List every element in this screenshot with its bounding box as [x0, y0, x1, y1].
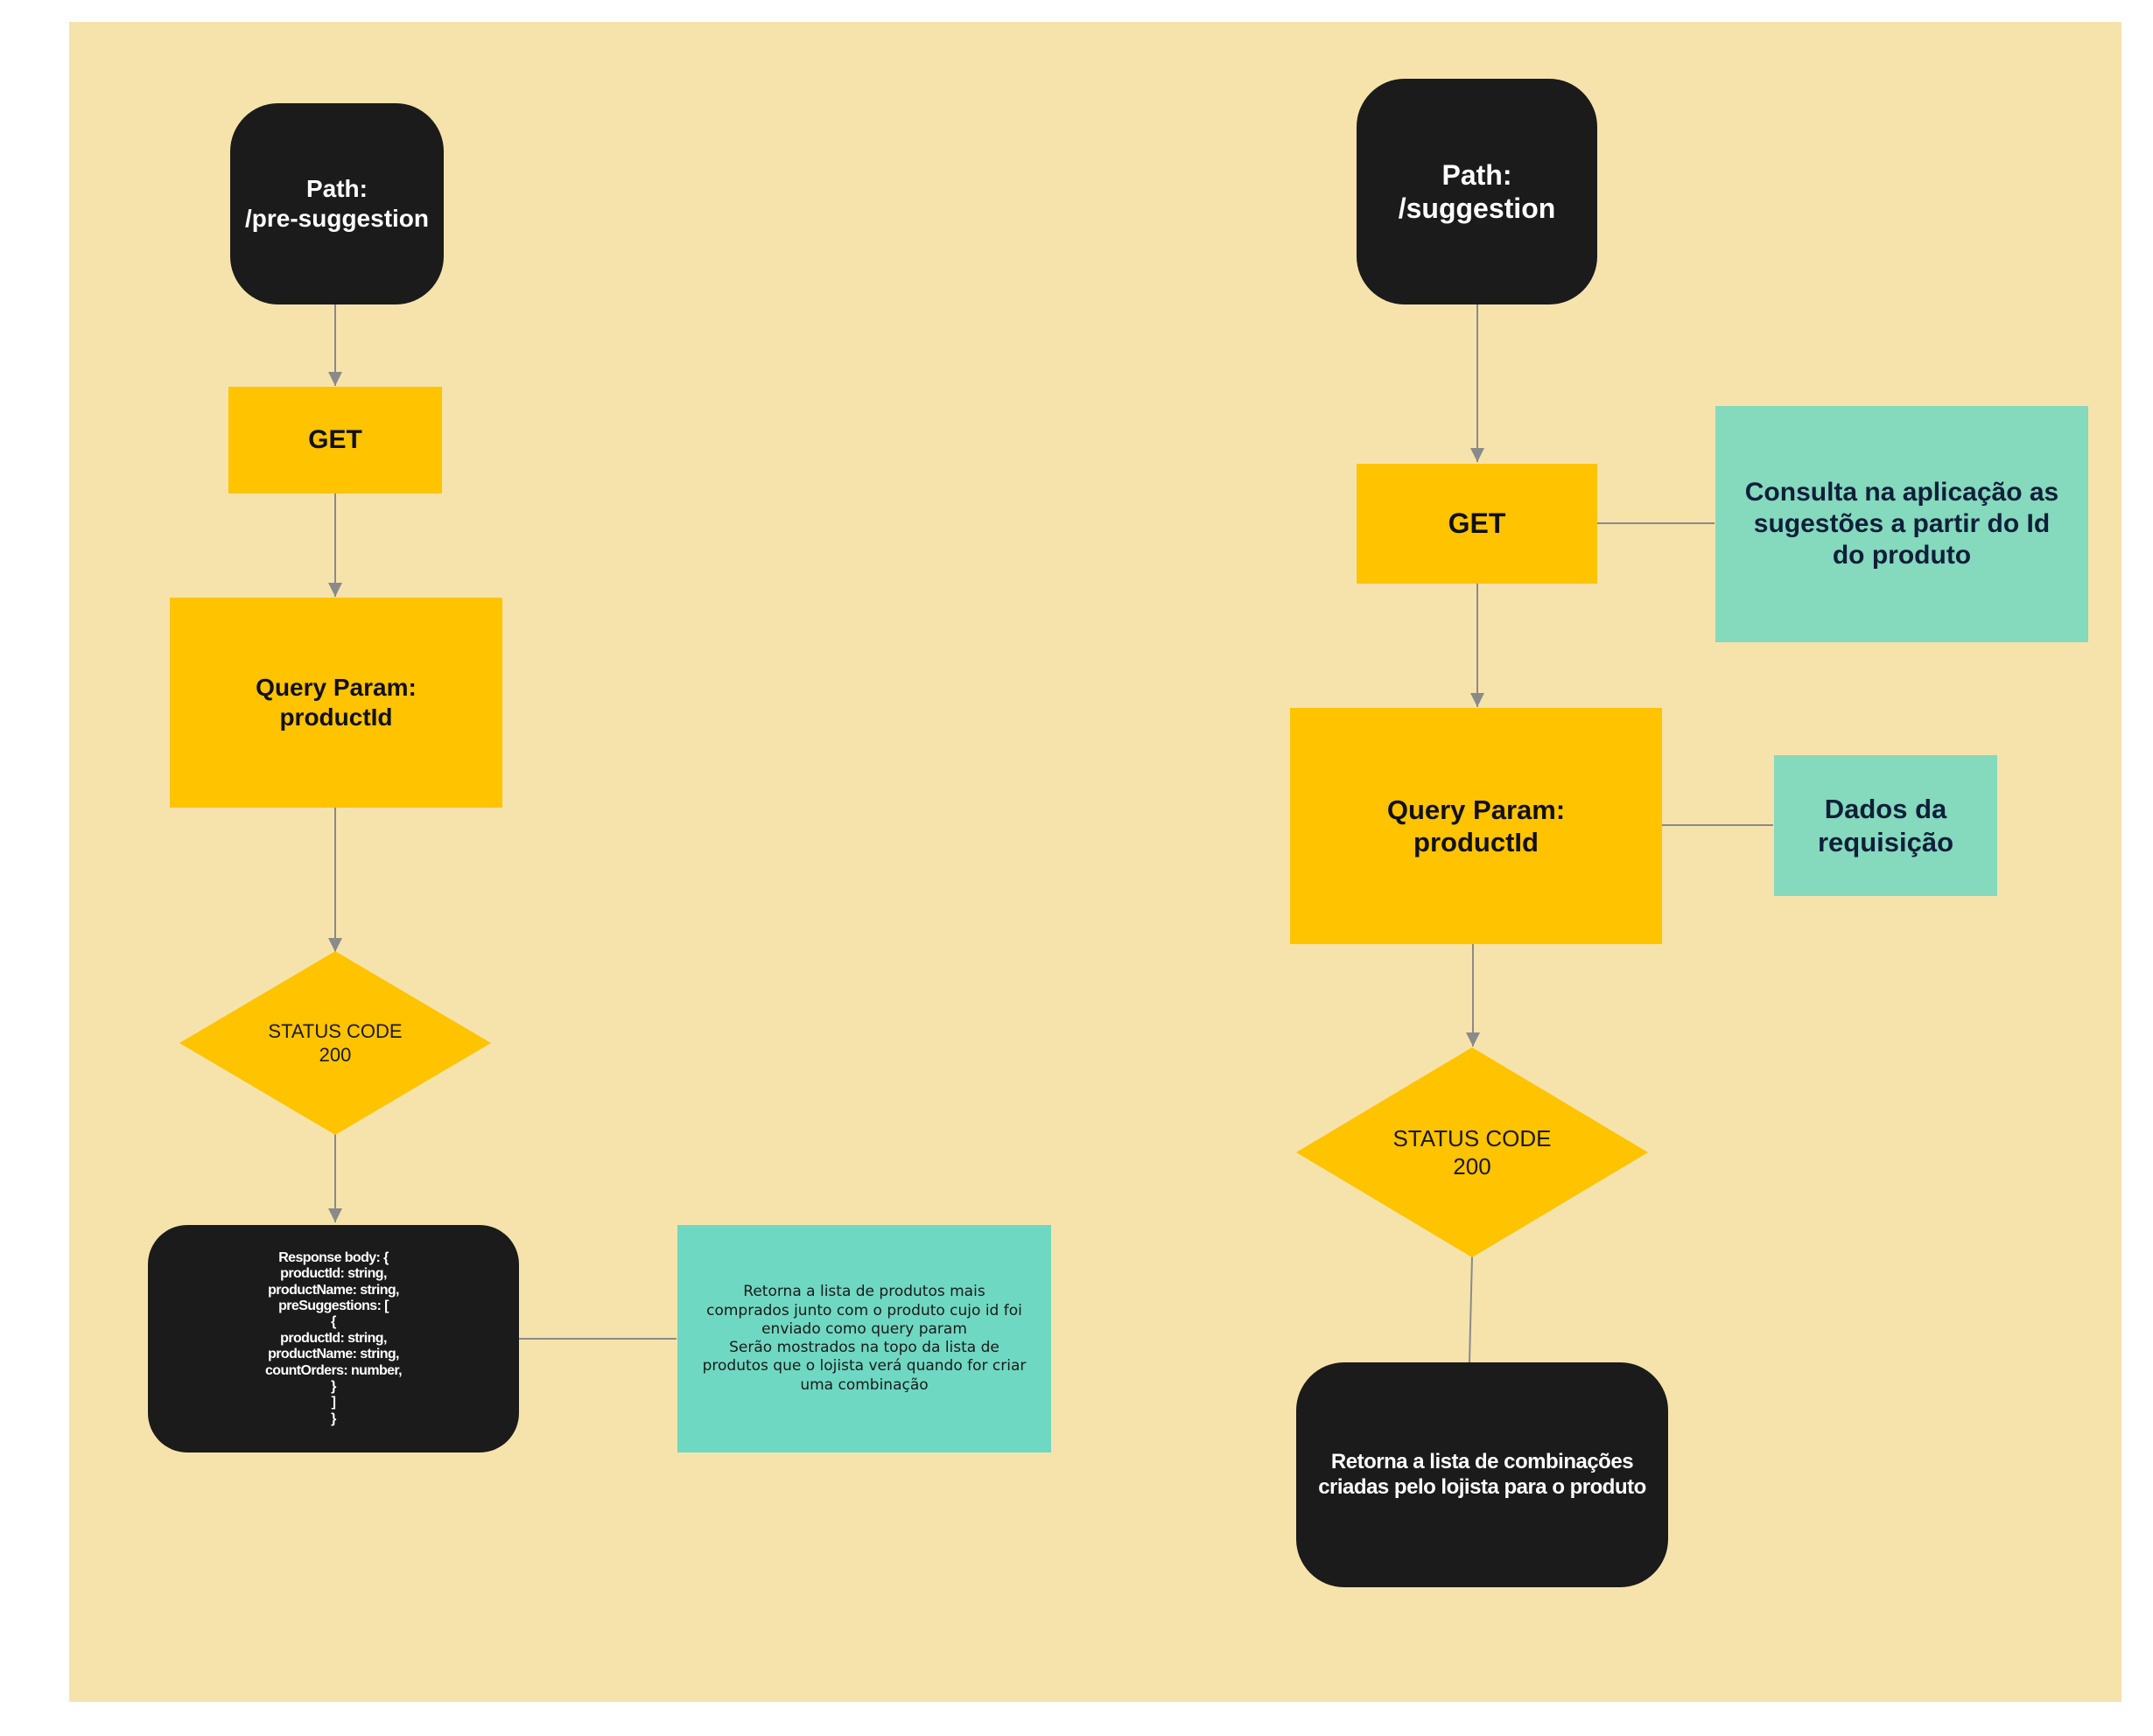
right-get-note: Consulta na aplicação as sugestões a par… [1715, 406, 2088, 642]
left-status-code-label: STATUS CODE 200 [268, 1019, 403, 1067]
right-status-code-diamond: STATUS CODE 200 [1296, 1047, 1648, 1257]
right-result-box: Retorna a lista de combinações criadas p… [1296, 1362, 1668, 1587]
left-response-note: Retorna a lista de produtos mais comprad… [677, 1225, 1051, 1452]
right-status-to-result-connector [1469, 1256, 1473, 1363]
left-query-param-box: Query Param: productId [170, 598, 502, 808]
right-status-code-label: STATUS CODE 200 [1392, 1124, 1552, 1180]
right-query-note: Dados da requisição [1774, 755, 1997, 896]
left-status-code-diamond: STATUS CODE 200 [179, 951, 491, 1135]
left-response-body-box: Response body: { productId: string, prod… [148, 1225, 519, 1452]
path-pre-suggestion-box: Path: /pre-suggestion [230, 103, 444, 304]
right-query-param-box: Query Param: productId [1290, 708, 1662, 944]
path-suggestion-box: Path: /suggestion [1357, 79, 1597, 304]
right-get-method-box: GET [1357, 464, 1597, 584]
left-get-method-box: GET [228, 387, 442, 494]
